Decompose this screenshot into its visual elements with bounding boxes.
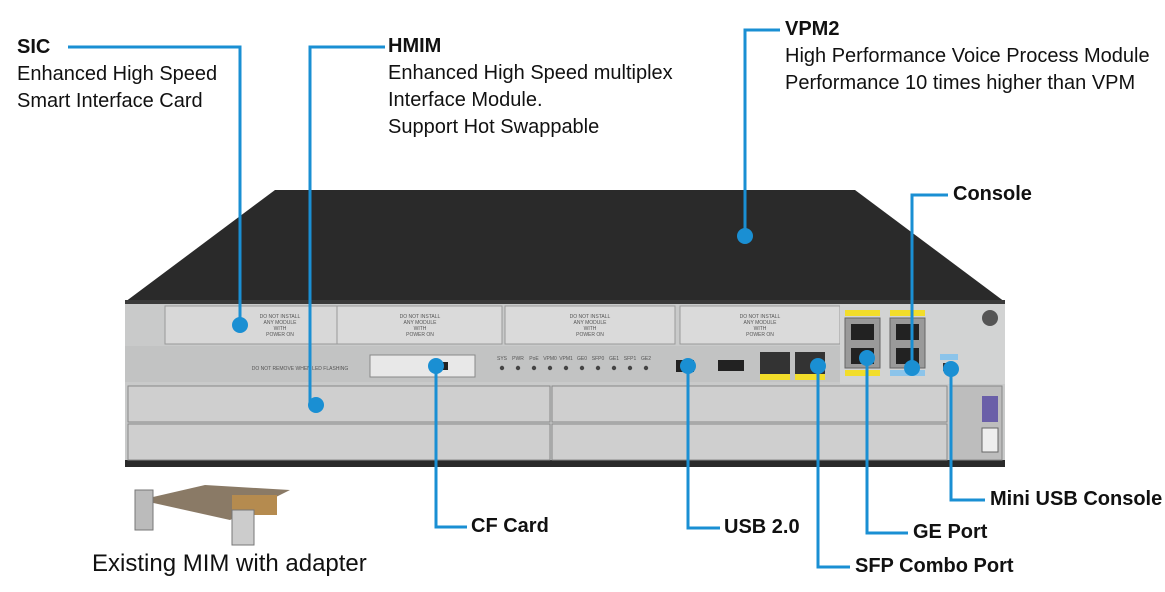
sic-callout: SIC Enhanced High Speed Smart Interface … bbox=[17, 34, 217, 115]
cf-slot bbox=[369, 354, 476, 378]
callout-dots bbox=[232, 228, 959, 413]
module-warning-text: POWER ON bbox=[576, 332, 604, 338]
module-warning-text: WITH bbox=[274, 326, 287, 332]
cf-leader bbox=[434, 366, 467, 529]
sic-title: SIC bbox=[17, 36, 51, 58]
sfp-leader bbox=[816, 366, 850, 569]
led-indicator bbox=[531, 365, 537, 371]
module-warning-text: DO NOT INSTALL bbox=[570, 314, 611, 320]
led-indicator bbox=[579, 365, 585, 371]
vpm2-callout: VPM2 High Performance Voice Process Modu… bbox=[785, 16, 1150, 97]
led-indicator bbox=[643, 365, 649, 371]
mini-usb-label: Mini USB Console bbox=[990, 488, 1163, 510]
led-indicator bbox=[611, 365, 617, 371]
led-indicator bbox=[627, 365, 633, 371]
module-warning-text: ANY MODULE bbox=[264, 320, 298, 326]
led-label: SFP1 bbox=[624, 356, 637, 362]
module-warning-text: POWER ON bbox=[406, 332, 434, 338]
module-warning-text: DO NOT INSTALL bbox=[400, 314, 441, 320]
mim-caption: Existing MIM with adapter bbox=[92, 550, 367, 577]
sic-leader bbox=[68, 45, 242, 325]
led-indicator bbox=[563, 365, 569, 371]
module-warning-text: WITH bbox=[754, 326, 767, 332]
vpm2-title: VPM2 bbox=[785, 18, 840, 40]
vpm2-line: Performance 10 times higher than VPM bbox=[785, 72, 1136, 94]
hmim-callout: HMIM Enhanced High Speed multiplex Inter… bbox=[388, 33, 673, 141]
chassis-top bbox=[125, 190, 1005, 302]
sic-line: Smart Interface Card bbox=[17, 90, 203, 112]
module-warning-text: DO NOT INSTALL bbox=[740, 314, 781, 320]
module-warning-text: ANY MODULE bbox=[404, 320, 438, 326]
hmim-line: Support Hot Swappable bbox=[388, 116, 600, 138]
led-label: GE0 bbox=[577, 356, 587, 362]
led-label: PoE bbox=[529, 356, 539, 362]
module-warning-text: ANY MODULE bbox=[744, 320, 778, 326]
led-label: VPM1 bbox=[559, 356, 573, 362]
hmim-line: Interface Module. bbox=[388, 89, 543, 111]
module-warning-text: WITH bbox=[584, 326, 597, 332]
mini-usb-leader bbox=[949, 369, 985, 502]
cf-warning: DO NOT REMOVE WHEN LED FLASHING bbox=[252, 366, 349, 372]
led-indicator bbox=[547, 365, 553, 371]
console-label: Console bbox=[953, 183, 1032, 205]
sfp-label: SFP Combo Port bbox=[855, 555, 1014, 577]
led-label: SYS bbox=[497, 356, 508, 362]
usb-port-2 bbox=[718, 360, 744, 371]
led-indicator bbox=[595, 365, 601, 371]
vpm2-line: High Performance Voice Process Module bbox=[785, 45, 1150, 67]
led-label: SFP0 bbox=[592, 356, 605, 362]
led-label: GE2 bbox=[641, 356, 651, 362]
vpm2-leader bbox=[743, 28, 780, 236]
sic-line: Enhanced High Speed bbox=[17, 63, 218, 85]
module-warning-text: POWER ON bbox=[746, 332, 774, 338]
sfp-port-0 bbox=[760, 352, 790, 374]
module-warning-text: POWER ON bbox=[266, 332, 294, 338]
usb-label: USB 2.0 bbox=[724, 516, 800, 538]
hmim-title: HMIM bbox=[388, 35, 442, 57]
module-warning-text: ANY MODULE bbox=[574, 320, 608, 326]
module-warning-text: DO NOT INSTALL bbox=[260, 314, 301, 320]
ge-port-label: GE Port bbox=[913, 521, 988, 543]
callout-lines bbox=[68, 28, 985, 569]
ge-leader bbox=[865, 358, 908, 535]
module-warning-text: WITH bbox=[414, 326, 427, 332]
usb-leader bbox=[686, 366, 720, 530]
cf-label: CF Card bbox=[471, 515, 549, 537]
led-label: GE1 bbox=[609, 356, 619, 362]
hmim-leader bbox=[308, 45, 385, 405]
console-leader bbox=[910, 193, 948, 368]
mim-adapter-image bbox=[134, 485, 290, 546]
led-label: PWR bbox=[512, 356, 524, 362]
led-indicator bbox=[499, 365, 505, 371]
led-label: VPM0 bbox=[543, 356, 557, 362]
hp-logo bbox=[982, 310, 998, 326]
led-indicator bbox=[515, 365, 521, 371]
mim-slots bbox=[127, 385, 948, 461]
hmim-line: Enhanced High Speed multiplex bbox=[388, 62, 673, 84]
